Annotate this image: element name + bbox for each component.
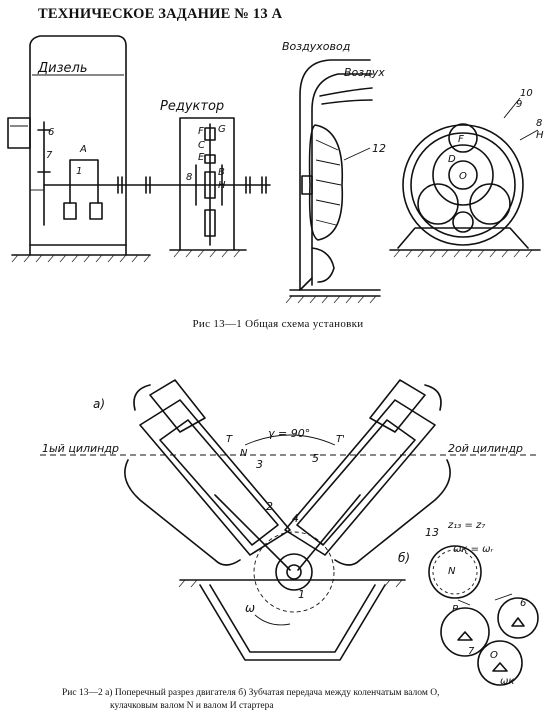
label-weq: ωк = ωᵣ [453, 544, 494, 555]
label-D-right: D [448, 154, 456, 165]
label-7b: 7 [468, 646, 475, 657]
label-1: 1 [76, 166, 82, 177]
label-O-right: O [459, 171, 467, 182]
label-gamma: γ = 90° [268, 427, 310, 440]
label-F-right: F [458, 134, 464, 145]
label-O-b: O [490, 650, 498, 661]
label-12: 12 [372, 142, 386, 155]
label-G: G [218, 124, 226, 135]
gear-crank [440, 607, 490, 657]
label-P-b: P [452, 604, 459, 615]
label-1b: 1 [298, 588, 305, 601]
crankshaft [275, 553, 313, 591]
bracket [7, 117, 31, 149]
label-B: B [218, 167, 225, 178]
label-a: а) [93, 397, 105, 411]
figure2-caption-line2: кулачковым валом N и валом И стартера [110, 701, 274, 711]
label-T: T [226, 434, 233, 445]
crankcase [199, 584, 386, 661]
figure1-diagram [7, 35, 541, 304]
left-cylinder [139, 399, 291, 556]
label-b: б) [398, 551, 410, 565]
gear-7 [477, 640, 523, 686]
label-C: C [198, 140, 205, 151]
label-F: F [198, 126, 204, 137]
label-air: Воздух [344, 66, 385, 79]
label-H: H [218, 180, 226, 191]
label-T1: T' [336, 434, 345, 445]
label-7: 7 [46, 150, 53, 161]
label-2: 2 [266, 500, 273, 513]
label-zeq: z₁₃ = z₇ [447, 520, 485, 531]
label-8-right: 8 [536, 118, 542, 129]
label-cyl1: 1ый цилиндр [42, 442, 119, 455]
label-H-right: H [536, 130, 544, 141]
label-8: 8 [186, 172, 192, 183]
label-diesel: Дизель [37, 61, 88, 76]
reducer-block [179, 117, 235, 251]
figure1-caption: Рис 13—1 Общая схема установки [192, 318, 364, 330]
figure2-caption-line1: Рис 13—2 а) Поперечный разрез двигателя … [62, 688, 440, 698]
page-title: ТЕХНИЧЕСКОЕ ЗАДАНИЕ № 13 А [38, 6, 283, 22]
gear-6 [497, 597, 539, 639]
label-N: N [240, 448, 248, 459]
label-13: 13 [425, 526, 439, 539]
figure1-labels: Дизель Редуктор Воздуховод Воздух 6 7 1 … [37, 40, 544, 191]
label-10: 10 [520, 88, 533, 99]
label-6b: 6 [520, 598, 526, 609]
label-A: A [79, 144, 87, 155]
figure2-diagram [40, 379, 540, 686]
label-3: 3 [256, 458, 263, 471]
label-omega: ω [245, 601, 255, 615]
end-view-outer [402, 124, 524, 246]
diesel-block [29, 35, 127, 246]
label-4: 4 [292, 512, 299, 525]
label-E: E [198, 152, 205, 163]
label-reducer: Редуктор [160, 99, 224, 114]
label-wk: ωк [500, 676, 514, 687]
label-N-b: N [448, 566, 456, 577]
label-6: 6 [48, 127, 54, 138]
fan-volute [299, 59, 373, 291]
label-cyl2: 2ой цилиндр [448, 442, 523, 455]
label-9: 9 [516, 99, 522, 110]
gear-13 [428, 545, 482, 599]
label-5: 5 [312, 452, 319, 465]
figure2-labels: а) 1ый цилиндр 2ой цилиндр γ = 90° T T' … [42, 397, 526, 687]
right-cylinder [284, 399, 436, 556]
label-air-duct: Воздуховод [282, 40, 350, 53]
